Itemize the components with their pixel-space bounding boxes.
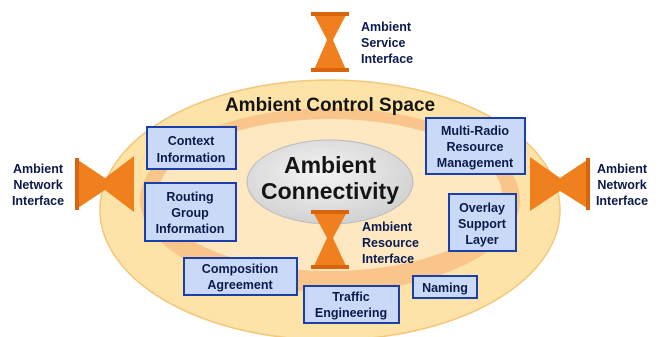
- traffic-engineering-line2: Engineering: [315, 306, 387, 320]
- overlay-support-layer-box: Overlay Support Layer: [448, 193, 517, 252]
- left-network-interface-icon: [75, 156, 134, 212]
- naming-label: Naming: [422, 281, 468, 295]
- naming-box: Naming: [412, 275, 478, 299]
- overlay-support-line3: Layer: [465, 233, 498, 247]
- composition-agreement-box: Composition Agreement: [183, 257, 298, 296]
- diagram-title: Ambient Control Space: [225, 95, 435, 116]
- left-interface-line2: Network: [13, 178, 62, 192]
- right-interface-line3: Interface: [596, 194, 648, 208]
- service-interface-line1: Ambient: [361, 20, 412, 34]
- context-information-box: Context Information: [146, 126, 237, 170]
- routing-group-line2: Group: [171, 206, 209, 220]
- left-network-interface-label: Ambient Network Interface: [12, 162, 64, 208]
- service-interface-line2: Service: [361, 36, 406, 50]
- right-network-interface-icon: [530, 157, 590, 211]
- multi-radio-line1: Multi-Radio: [441, 124, 509, 138]
- right-interface-line1: Ambient: [597, 162, 648, 176]
- overlay-support-line1: Overlay: [459, 201, 505, 215]
- core-label-line2: Connectivity: [261, 178, 399, 204]
- service-interface-icon: [311, 12, 349, 72]
- resource-interface-line3: Interface: [362, 252, 414, 266]
- resource-interface-line1: Ambient: [362, 220, 413, 234]
- routing-group-line3: Information: [156, 222, 225, 236]
- traffic-engineering-line1: Traffic: [332, 290, 370, 304]
- resource-interface-icon: [311, 210, 349, 269]
- multi-radio-resource-management-box: Multi-Radio Resource Management: [425, 117, 526, 175]
- core-label-line1: Ambient: [284, 152, 376, 178]
- service-interface-label: Ambient Service Interface: [361, 20, 413, 66]
- traffic-engineering-box: Traffic Engineering: [303, 285, 400, 324]
- resource-interface-line2: Resource: [362, 236, 419, 250]
- routing-group-line1: Routing: [166, 190, 213, 204]
- right-network-interface-label: Ambient Network Interface: [596, 162, 648, 208]
- resource-interface-label: Ambient Resource Interface: [362, 220, 419, 266]
- service-interface-line3: Interface: [361, 52, 413, 66]
- left-interface-line1: Ambient: [13, 162, 64, 176]
- context-information-line2: Information: [157, 151, 226, 165]
- routing-group-information-box: Routing Group Information: [144, 182, 237, 242]
- composition-agreement-line1: Composition: [202, 262, 278, 276]
- overlay-support-line2: Support: [458, 217, 507, 231]
- composition-agreement-line2: Agreement: [207, 278, 273, 292]
- right-interface-line2: Network: [597, 178, 646, 192]
- multi-radio-line3: Management: [437, 156, 514, 170]
- left-interface-line3: Interface: [12, 194, 64, 208]
- multi-radio-line2: Resource: [447, 140, 504, 154]
- context-information-line1: Context: [168, 134, 215, 148]
